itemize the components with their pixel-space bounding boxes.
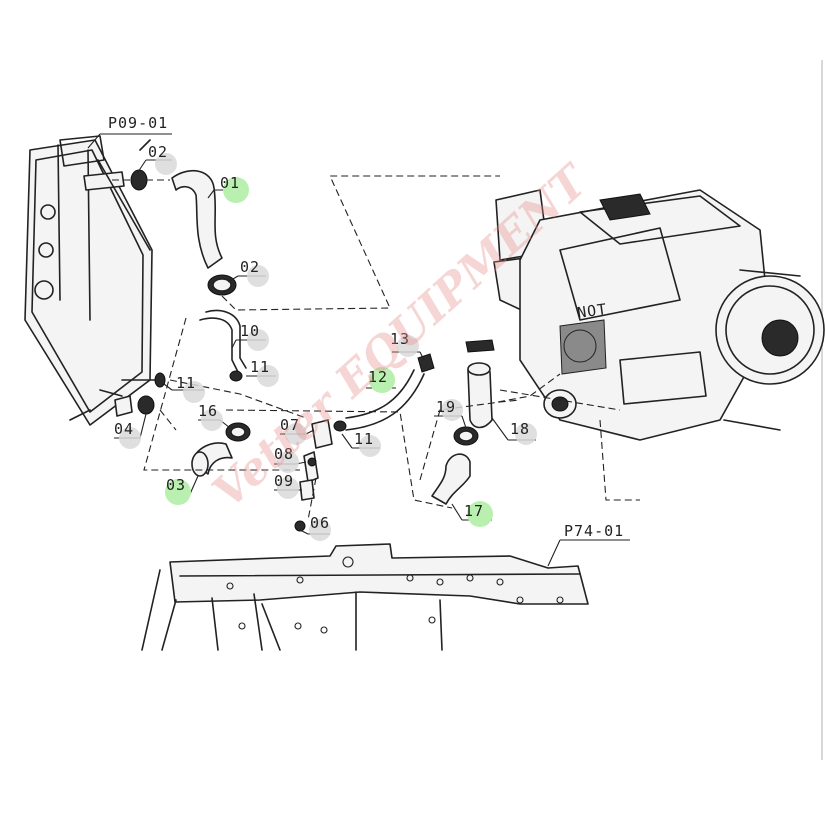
callout-04[interactable]: 04: [114, 420, 141, 449]
callout-10[interactable]: 10: [240, 322, 269, 351]
callout-badge: [467, 501, 493, 527]
frame-drawing: [141, 543, 589, 651]
drain-valve-09: [299, 479, 315, 501]
hose-clamp-02-upper: [130, 169, 148, 191]
svg-text:10: 10: [240, 322, 260, 340]
callout-13[interactable]: 13: [390, 330, 419, 357]
callout-badge: [515, 423, 537, 445]
callout-07[interactable]: 07: [280, 416, 307, 445]
callout-badge: [247, 329, 269, 351]
callout-badge: [309, 519, 331, 541]
svg-text:09: 09: [274, 472, 294, 490]
callout-02-lower[interactable]: 02: [240, 258, 269, 287]
svg-text:12: 12: [368, 368, 388, 386]
callout-badge: [285, 423, 307, 445]
callout-06[interactable]: 06: [309, 514, 331, 541]
drain-plug-04: [114, 395, 133, 417]
radiator-drawing: [24, 135, 161, 426]
callout-badge: [183, 381, 205, 403]
callout-badge: [247, 265, 269, 287]
assembly-ref-radiator: P09-01: [108, 114, 168, 132]
svg-text:11: 11: [250, 358, 270, 376]
svg-text:04: 04: [114, 420, 134, 438]
callout-16[interactable]: 16: [198, 402, 223, 431]
svg-text:13: 13: [390, 330, 410, 348]
tee-fitting-07: [311, 419, 333, 449]
callout-08[interactable]: 08: [274, 445, 299, 473]
svg-text:07: 07: [280, 416, 300, 434]
callout-02-upper[interactable]: 02: [148, 143, 177, 175]
callout-19[interactable]: 19: [436, 398, 463, 421]
svg-text:01: 01: [220, 174, 240, 192]
callout-badge: [165, 479, 191, 505]
engine-drawing: NOT: [493, 189, 825, 441]
hose-10: [199, 317, 239, 373]
callout-badge: [257, 365, 279, 387]
callout-17[interactable]: 17: [464, 501, 493, 527]
svg-text:02: 02: [148, 143, 168, 161]
bolt-06: [294, 520, 306, 532]
svg-text:02: 02: [240, 258, 260, 276]
callout-badge: [277, 477, 299, 499]
callout-11-b[interactable]: 11: [176, 374, 205, 403]
callout-12[interactable]: 12: [368, 367, 395, 393]
svg-text:06: 06: [310, 514, 330, 532]
assembly-ref-frame: P74-01: [564, 522, 624, 540]
svg-text:11: 11: [354, 430, 374, 448]
callout-badge: [359, 435, 381, 457]
clamp-11-a: [229, 370, 243, 382]
clamp-11-c: [333, 420, 347, 432]
callout-11-a[interactable]: 11: [250, 358, 279, 387]
clamp-11-b: [154, 372, 166, 388]
callout-badge: [223, 177, 249, 203]
hose-17: [431, 453, 471, 505]
svg-text:16: 16: [198, 402, 218, 420]
svg-text:19: 19: [436, 398, 456, 416]
svg-text:NOT: NOT: [576, 300, 608, 322]
callout-badge: [397, 335, 419, 357]
upper-hose-01: [171, 169, 223, 269]
callout-01[interactable]: 01: [220, 174, 249, 203]
callout-03[interactable]: 03: [165, 476, 191, 505]
svg-text:17: 17: [464, 502, 484, 520]
callout-11-c[interactable]: 11: [354, 430, 381, 457]
callout-badges: P09-01 P74-01 02 01 02 10 11 11 04: [108, 114, 624, 541]
svg-text:11: 11: [176, 374, 196, 392]
svg-text:03: 03: [166, 476, 186, 494]
hose-12: [345, 369, 415, 419]
callout-badge: [441, 399, 463, 421]
pipe-fitting: [465, 339, 495, 353]
svg-text:08: 08: [274, 445, 294, 463]
callout-badge: [201, 409, 223, 431]
callout-badge: [369, 367, 395, 393]
nipple-08: [303, 451, 319, 483]
callout-badge: [155, 153, 177, 175]
svg-text:18: 18: [510, 420, 530, 438]
callout-badge: [277, 451, 299, 473]
callout-09[interactable]: 09: [274, 472, 299, 499]
fitting-13: [417, 353, 435, 373]
callout-badge: [119, 427, 141, 449]
callout-18[interactable]: 18: [510, 420, 537, 445]
